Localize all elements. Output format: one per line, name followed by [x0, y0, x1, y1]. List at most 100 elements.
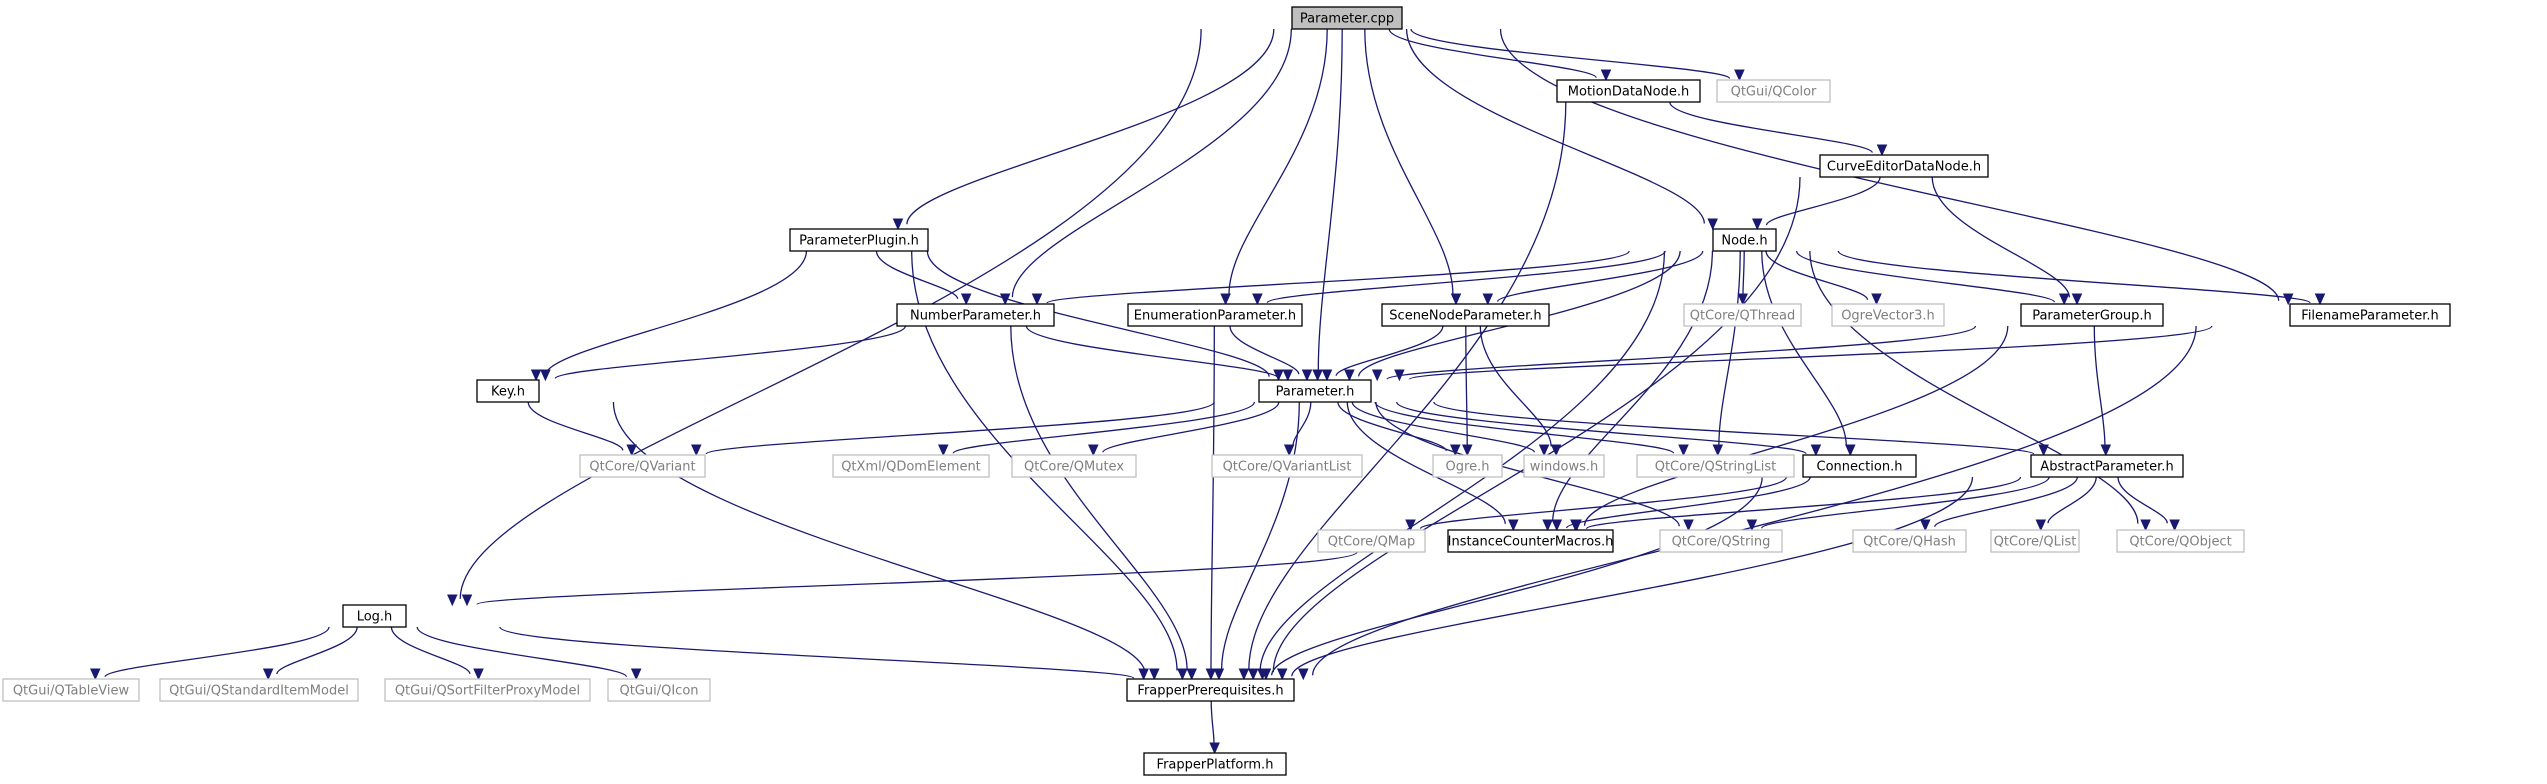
edge-connection-h-to-frapperprerequisites-h-line: [1271, 476, 1763, 676]
edge-node-h-to-scenenodeparameter-h-arrowhead: [1482, 293, 1494, 306]
edge-enumerationparameter-h-to-frapperprerequisites-h-arrowhead: [1205, 668, 1217, 681]
node-box: [2020, 303, 2164, 327]
edge-numberparameter-h-to-key-h-line: [554, 325, 907, 380]
node-box: [1831, 303, 1945, 327]
edge-parameter-h-to-frapperprerequisites-h-arrowhead: [1213, 668, 1225, 681]
node-label: windows.h: [1530, 460, 1598, 475]
node-qtcore-qvariantlist: QtCore/QVariantList: [1211, 454, 1363, 478]
node-qtgui-qicon: QtGui/QIcon: [607, 678, 711, 702]
node-frapperplatform-h[interactable]: FrapperPlatform.h: [1143, 752, 1287, 776]
edge-key-h-to-qtcore-qvariant: [527, 401, 637, 457]
node-box: [1819, 154, 1989, 178]
edge-log-h-to-qtgui-qicon-line: [416, 626, 628, 678]
edge-parameter-h-to-qtcore-qvariantlist-arrowhead: [1283, 444, 1295, 457]
edge-node-h-to-enumerationparameter-h: [1252, 250, 1666, 306]
edge-scenenodeparameter-h-to-windows-h: [1479, 325, 1562, 457]
node-ogrevector3-h: OgreVector3.h: [1831, 303, 1945, 327]
node-label: QtCore/QString: [1672, 535, 1771, 550]
edge-abstractparameter-h-to-qtcore-qhash: [1920, 476, 2079, 532]
node-motiondatanode-h[interactable]: MotionDataNode.h: [1556, 79, 1701, 103]
edge-abstractparameter-h-to-qtcore-qstring: [1746, 476, 2050, 532]
node-label: FrapperPrerequisites.h: [1137, 684, 1283, 699]
edge-log-h-to-qtgui-qtableview-arrowhead: [90, 668, 101, 681]
node-box: [476, 379, 540, 403]
node-abstractparameter-h[interactable]: AbstractParameter.h: [2030, 454, 2184, 478]
edge-connection-h-to-qtcore-qmap-arrowhead: [1405, 519, 1416, 532]
node-filenameparameter-h[interactable]: FilenameParameter.h: [2289, 303, 2451, 327]
node-box: [2116, 529, 2245, 553]
node-label: Parameter.cpp: [1300, 12, 1394, 27]
edge-log-h-to-frapperprerequisites-h-arrowhead: [1138, 668, 1149, 681]
edge-scenenodeparameter-h-to-ogre-h-arrowhead: [1462, 444, 1473, 457]
edge-instancecountermacros-h-to-log-h: [461, 551, 1358, 607]
edge-parameter-h-to-instancecountermacros-h-line: [1346, 401, 1506, 525]
node-label: ParameterGroup.h: [2032, 309, 2152, 324]
edge-parameter-h-to-qtcore-qstring-arrowhead: [1683, 519, 1694, 532]
edge-node-h-to-connection-h: [1761, 250, 1856, 457]
edge-numberparameter-h-to-frapperprerequisites-h-arrowhead: [1186, 668, 1197, 681]
node-scenenodeparameter-h[interactable]: SceneNodeParameter.h: [1381, 303, 1550, 327]
edge-enumerationparameter-h-to-parameter-h-arrowhead: [1301, 369, 1313, 382]
node-parametergroup-h[interactable]: ParameterGroup.h: [2020, 303, 2164, 327]
node-enumerationparameter-h[interactable]: EnumerationParameter.h: [1127, 303, 1303, 327]
edge-numberparameter-h-to-frapperprerequisites-h-line: [1010, 325, 1188, 671]
edge-abstractparameter-h-to-qtcore-qobject-arrowhead: [2169, 519, 2180, 532]
node-qtcore-qobject: QtCore/QObject: [2116, 529, 2245, 553]
edge-node-h-to-scenenodeparameter-h-line: [1496, 250, 1704, 303]
node-node-h[interactable]: Node.h: [1712, 228, 1777, 252]
edge-scenenodeparameter-h-to-windows-h-line: [1479, 325, 1552, 447]
edge-parameter-h-to-qtcore-qvariant-arrowhead: [691, 444, 702, 457]
edge-node-h-to-ogrevector3-h-line: [1765, 250, 1869, 301]
edge-node-h-to-ogrevector3-h: [1765, 250, 1882, 306]
edge-numberparameter-h-to-key-h-arrowhead: [540, 369, 551, 382]
node-log-h[interactable]: Log.h: [342, 604, 407, 628]
node-key-h[interactable]: Key.h: [476, 379, 540, 403]
edge-abstractparameter-h-to-frapperprerequisites-h-line: [1291, 476, 1974, 677]
node-label: Parameter.h: [1276, 385, 1355, 400]
edge-parametergroup-h-to-abstractparameter-h-arrowhead: [2100, 444, 2112, 457]
edge-enumerationparameter-h-to-parameter-h-line: [1229, 325, 1300, 375]
node-parameterplugin-h[interactable]: ParameterPlugin.h: [789, 228, 929, 252]
edge-log-h-to-qtgui-qtableview-line: [104, 626, 330, 678]
edge-log-h-to-qtgui-qstandarditemmodel-line: [276, 626, 358, 675]
node-numberparameter-h[interactable]: NumberParameter.h: [896, 303, 1055, 327]
edge-parameter-cpp-to-parameterplugin-h-arrowhead: [892, 218, 904, 231]
edge-parameter-h-to-qtcore-qstringlist-arrowhead: [1678, 444, 1689, 457]
edge-parameter-cpp-to-enumerationparameter-h-arrowhead: [1220, 293, 1231, 306]
node-frapperprerequisites-h[interactable]: FrapperPrerequisites.h: [1126, 678, 1295, 702]
node-label: NumberParameter.h: [910, 309, 1041, 324]
node-label: OgreVector3.h: [1841, 309, 1935, 324]
node-label: QtCore/QMutex: [1024, 460, 1124, 475]
node-instancecountermacros-h[interactable]: InstanceCounterMacros.h: [1447, 529, 1614, 553]
node-box: [1712, 228, 1777, 252]
node-connection-h[interactable]: Connection.h: [1802, 454, 1917, 478]
node-label: QtCore/QMap: [1328, 535, 1415, 550]
edge-parameter-cpp-to-motiondatanode-h-arrowhead: [1600, 69, 1612, 82]
edge-parameterplugin-h-to-key-h: [530, 250, 808, 382]
edge-parameter-cpp-to-qtgui-qcolor-arrowhead: [1734, 69, 1745, 82]
node-parameter-cpp[interactable]: Parameter.cpp: [1291, 6, 1403, 30]
node-qtcore-qmap: QtCore/QMap: [1317, 529, 1426, 553]
node-parameter-h[interactable]: Parameter.h: [1258, 379, 1372, 403]
edge-frapperprerequisites-h-to-frapperplatform-h-arrowhead: [1209, 742, 1220, 755]
edge-motiondatanode-h-to-frapperprerequisites-h-line: [1248, 101, 1567, 671]
edge-abstractparameter-h-to-frapperprerequisites-h: [1276, 476, 1974, 681]
edge-numberparameter-h-to-key-h: [540, 325, 907, 382]
edge-parameter-h-to-qtcore-qvariantlist-line: [1292, 401, 1312, 446]
edge-parameter-cpp-to-node-h-arrowhead: [1707, 218, 1718, 231]
edge-abstractparameter-h-to-instancecountermacros-h-line: [1585, 476, 2022, 530]
edge-curveeditordatanode-h-to-parametergroup-h-arrowhead: [2071, 293, 2083, 306]
edge-parametergroup-h-to-instancecountermacros-h: [1570, 325, 2009, 532]
edge-abstractparameter-h-to-qtcore-qstring-arrowhead: [1746, 519, 1758, 532]
edge-abstractparameter-h-to-qtcore-qobject: [2117, 476, 2180, 532]
node-curveeditordatanode-h[interactable]: CurveEditorDataNode.h: [1819, 154, 1989, 178]
node-label: FilenameParameter.h: [2301, 309, 2438, 324]
edge-scenenodeparameter-h-to-ogre-h-line: [1465, 325, 1468, 446]
edge-log-h-to-frapperprerequisites-h-line: [499, 626, 1135, 679]
edge-key-h-to-qtcore-qvariant-line: [527, 401, 624, 451]
edge-scenenodeparameter-h-to-parameter-h-line: [1335, 325, 1444, 377]
edge-connection-h-to-qtcore-qmap-line: [1419, 476, 1787, 530]
node-label: QtCore/QList: [1994, 535, 2077, 550]
edge-key-h-to-frapperprerequisites-h: [612, 401, 1160, 681]
node-box: [1990, 529, 2080, 553]
